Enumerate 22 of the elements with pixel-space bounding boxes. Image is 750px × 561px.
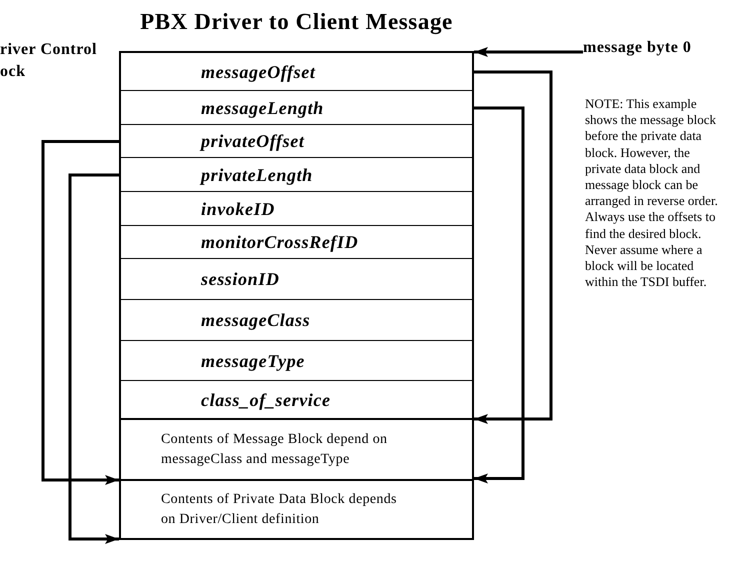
field-row: privateOffset xyxy=(121,125,472,158)
field-row: messageType xyxy=(121,341,472,381)
field-row: class_of_service xyxy=(121,381,472,418)
pointer-arrow xyxy=(472,70,552,424)
pointer-arrow xyxy=(472,106,524,484)
field-row: messageClass xyxy=(121,300,472,341)
diagram-title: PBX Driver to Client Message xyxy=(139,8,454,36)
field-row: messageOffset xyxy=(121,53,472,91)
pointer-arrow xyxy=(42,140,121,485)
data-block-row: Contents of Message Block depend on messageClass and messageType xyxy=(121,418,472,479)
note-text: NOTE: This example shows the message block before the private data block. However, the private data block and message block can be arranged in reverse order. Always use the offsets to find the desired block. Never assume where a block will be located within the TSDI buffer. xyxy=(585,96,719,290)
field-row: monitorCrossRefID xyxy=(121,226,472,259)
field-row: sessionID xyxy=(121,259,472,300)
field-row: invokeID xyxy=(121,192,472,226)
field-row: privateLength xyxy=(121,158,472,192)
pointer-arrow xyxy=(68,174,121,544)
pointer-arrow xyxy=(474,47,583,57)
data-block-row: Contents of Private Data Block depends on Driver/Client definition xyxy=(121,479,472,538)
field-row: messageLength xyxy=(121,91,472,125)
section-label: river Control ock xyxy=(0,40,98,82)
pointer-label: message byte 0 xyxy=(583,38,692,58)
message-buffer-table xyxy=(119,51,474,540)
